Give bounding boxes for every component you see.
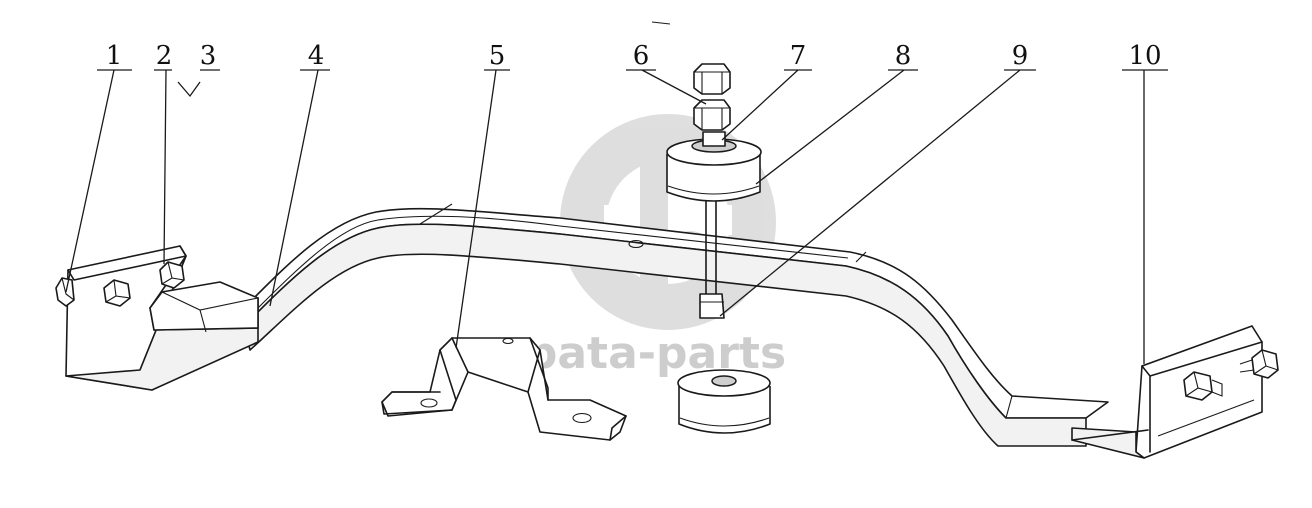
nut-left-outer xyxy=(55,277,75,307)
part-left-end-bracket xyxy=(55,245,259,391)
callout-3: 3 xyxy=(200,41,217,71)
part-crossmember-beam xyxy=(237,203,1109,447)
nut-6-upper xyxy=(693,63,731,95)
callout-5: 5 xyxy=(489,41,506,71)
callout-labels: 1 2 3 4 5 6 7 8 9 10 xyxy=(106,41,1162,71)
part-stud-assembly xyxy=(666,63,762,319)
callout-8: 8 xyxy=(895,41,912,71)
part-u-bracket xyxy=(381,337,627,441)
callout-2: 2 xyxy=(156,41,173,71)
nut-6-lower xyxy=(693,99,731,131)
nut-right-2 xyxy=(1239,349,1279,379)
leader-lines xyxy=(65,21,1168,364)
bolt-head-left-1 xyxy=(103,279,131,307)
callout-6: 6 xyxy=(633,41,650,71)
part-right-end-bracket xyxy=(1071,325,1279,459)
part-rubber-bush-lower xyxy=(677,369,771,434)
callout-9: 9 xyxy=(1012,41,1029,71)
bolt-head-left-2 xyxy=(159,261,185,289)
callout-1: 1 xyxy=(106,41,123,71)
callout-7: 7 xyxy=(790,41,807,71)
callout-10: 10 xyxy=(1128,41,1161,71)
callout-4: 4 xyxy=(308,41,325,71)
nut-right-1 xyxy=(1183,371,1223,401)
